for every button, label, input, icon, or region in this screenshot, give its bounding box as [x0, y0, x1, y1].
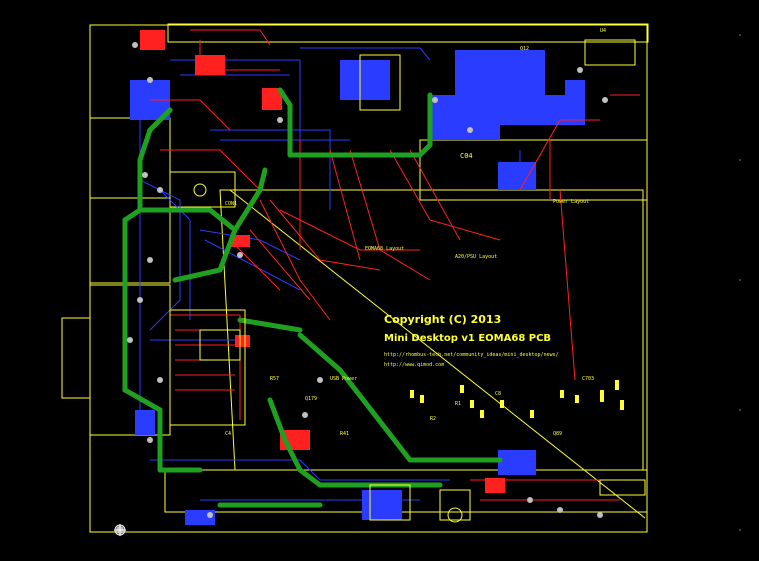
layer-label-power: Power Layout — [553, 199, 589, 205]
board-outline — [61, 23, 649, 533]
designator: R1 — [455, 401, 461, 407]
designator: R41 — [340, 431, 349, 437]
designator: C4 — [225, 431, 231, 437]
designator: U4 — [600, 28, 606, 34]
vias — [116, 42, 608, 534]
copyright-line2: Mini Desktop v1 EOMA68 PCB — [384, 333, 551, 344]
component-designators: CON1 C04 Q12 U4 Q179 R41 C703 Q89 C8 R57… — [225, 28, 606, 437]
designator: C8 — [495, 391, 501, 397]
layer-label-a20: A20/PSU Layout — [455, 254, 497, 260]
designator: Q179 — [305, 396, 317, 402]
designator: Q12 — [520, 46, 529, 52]
designator: Q89 — [553, 431, 562, 437]
copyright-block: Copyright (C) 2013 Mini Desktop v1 EOMA6… — [384, 313, 559, 368]
copyright-url1: http://rhombus-tech.net/community_ideas/… — [384, 352, 559, 358]
designator: R2 — [430, 416, 436, 422]
silkscreen-pads — [410, 380, 624, 418]
component-footprints — [169, 39, 646, 523]
copyright-url2: http://www.qimod.com — [384, 362, 444, 368]
top-copper-pads — [140, 30, 505, 493]
designator: C703 — [582, 376, 594, 382]
layer-label-usb: USB Power — [330, 376, 357, 382]
power-traces — [122, 87, 503, 508]
origin-marker-icon — [114, 524, 126, 536]
bottom-copper-pours — [130, 50, 585, 525]
copyright-line1: Copyright (C) 2013 — [384, 313, 501, 326]
designator: R57 — [270, 376, 279, 382]
layer-label-eomass: EOMA68 Layout — [365, 246, 404, 252]
top-copper-traces — [150, 29, 640, 501]
designator: C04 — [460, 152, 473, 160]
designator: CON1 — [225, 201, 237, 207]
grid-dots — [739, 34, 741, 531]
